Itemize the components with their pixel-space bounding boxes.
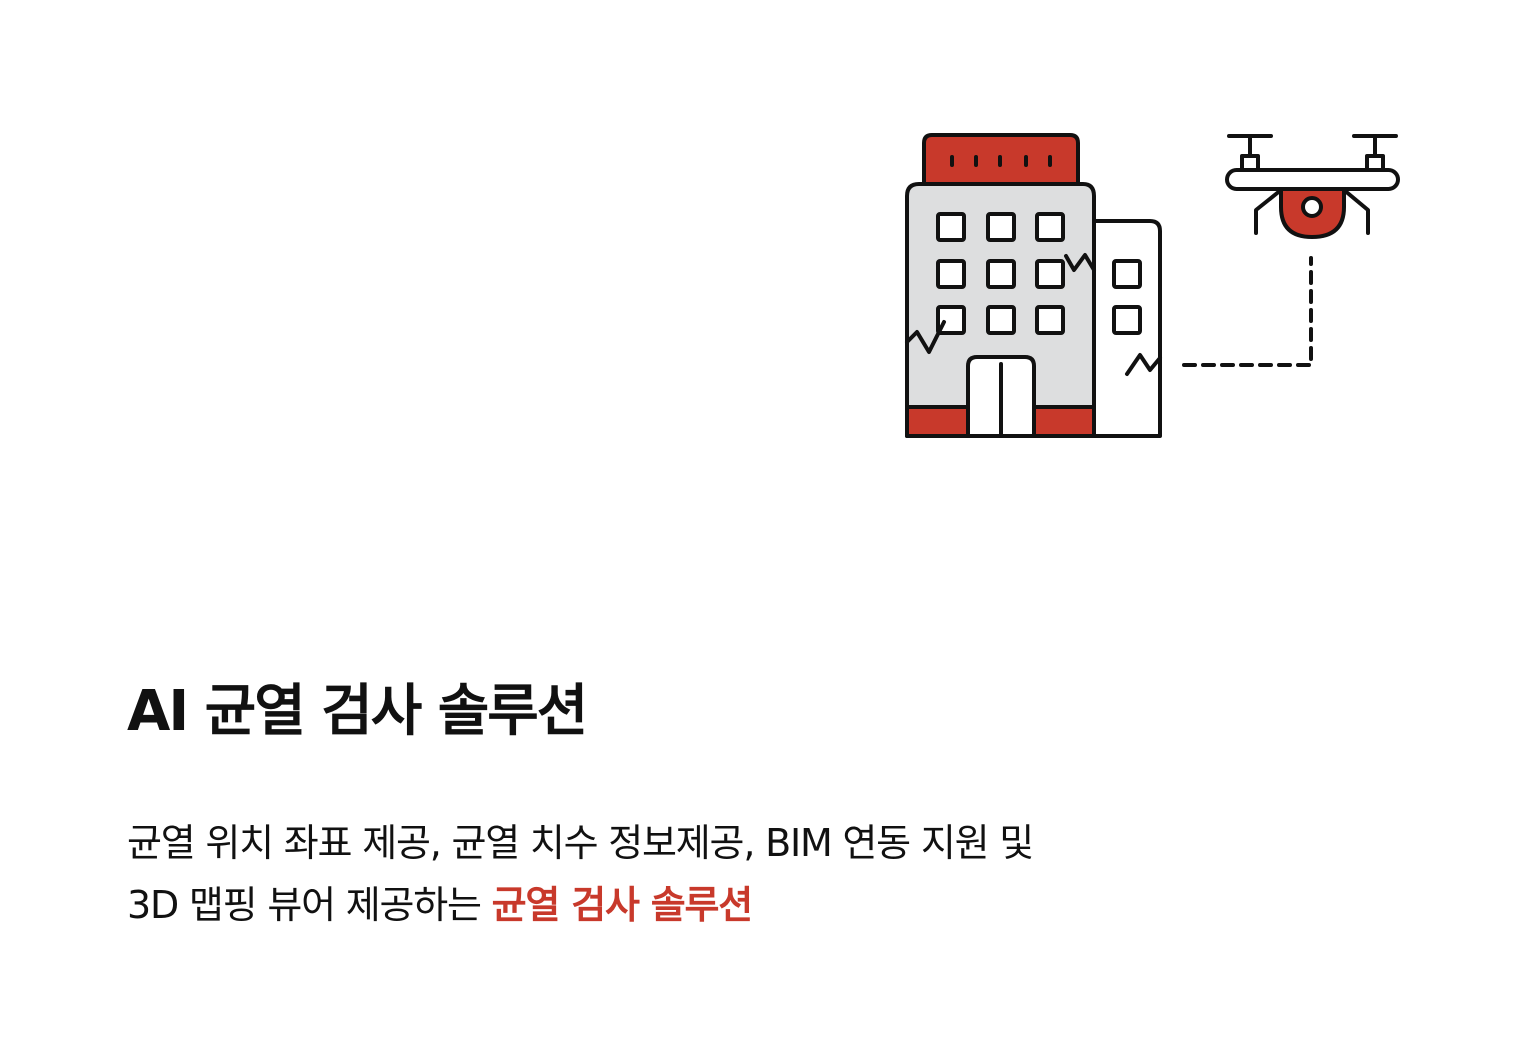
description-line-2: 3D 맵핑 뷰어 제공하는 균열 검사 솔루션: [127, 874, 1327, 936]
highlighted-solution-name: 균열 검사 솔루션: [491, 883, 754, 927]
drone-icon: [1225, 134, 1400, 239]
scan-path-line: [1182, 256, 1313, 367]
description-line-1: 균열 위치 좌표 제공, 균열 치수 정보제공, BIM 연동 지원 및: [127, 821, 1034, 865]
page-title: AI 균열 검사 솔루션: [127, 679, 588, 744]
description: 균열 위치 좌표 제공, 균열 치수 정보제공, BIM 연동 지원 및 3D …: [127, 812, 1327, 936]
description-line-2-text: 3D 맵핑 뷰어 제공하는: [127, 883, 492, 927]
building-drone-illustration: [905, 133, 1400, 438]
building-icon: [905, 133, 1162, 438]
